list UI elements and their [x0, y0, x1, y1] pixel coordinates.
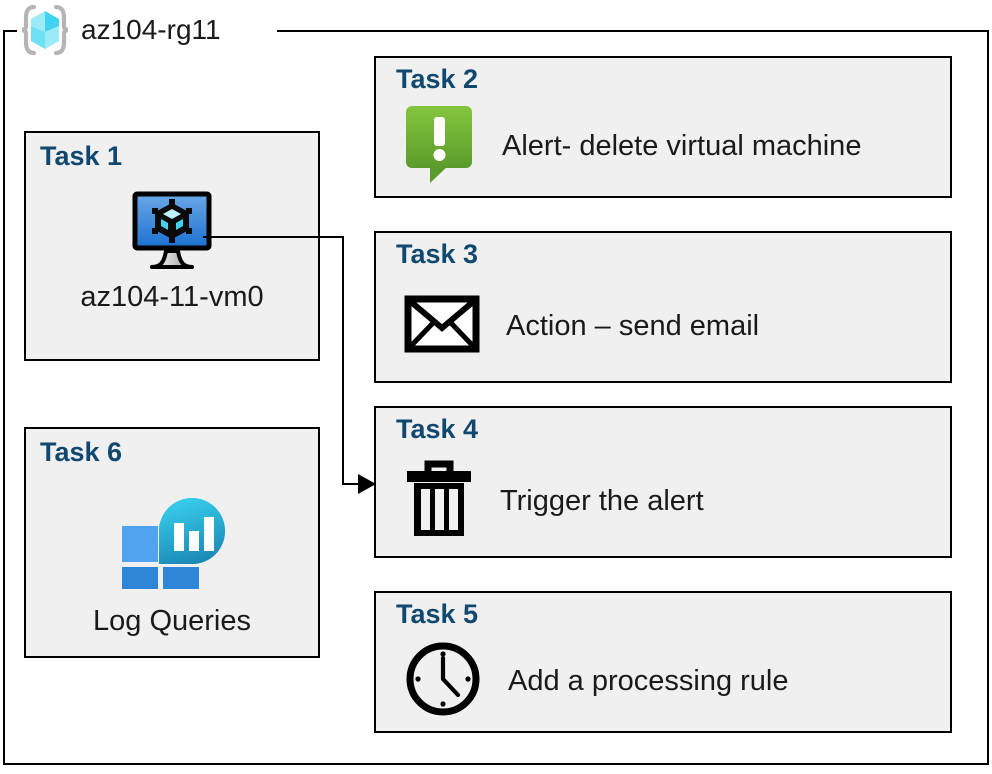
- connector-segment-horizontal-top: [203, 236, 344, 238]
- task-heading: Task 1: [40, 141, 123, 171]
- clock-icon: [404, 640, 482, 723]
- task-card-task6[interactable]: Task 6: [24, 427, 320, 658]
- task-heading: Task 6: [40, 437, 123, 467]
- connector-segment-vertical: [342, 236, 344, 485]
- task-label: Action – send email: [506, 309, 760, 342]
- connector-segment-horizontal-bottom: [342, 483, 364, 485]
- task-card-task1[interactable]: Task 1: [24, 131, 320, 361]
- resource-group-border-left: [3, 30, 5, 765]
- task-content-row: Alert- delete virtual machine: [404, 102, 938, 190]
- task-heading: Task 2: [396, 64, 479, 94]
- task-label: Trigger the alert: [500, 484, 704, 517]
- resource-group-name: az104-rg11: [81, 14, 221, 45]
- task-content-row: Trigger the alert: [404, 452, 938, 550]
- task-heading: Task 5: [396, 599, 479, 629]
- resource-group-border-top-left: [3, 30, 17, 32]
- envelope-icon: [404, 295, 480, 358]
- task-card-task4[interactable]: Task 4 Trigger the alert: [374, 406, 952, 558]
- connector-arrowhead-icon: [358, 474, 376, 494]
- task-card-task2[interactable]: Task 2 Alert- delete virtual machin: [374, 56, 952, 198]
- resource-group-border-bottom: [3, 763, 989, 765]
- resource-group-border-top-right: [277, 30, 989, 32]
- resource-group-header: az104-rg11: [17, 2, 221, 58]
- task-heading: Task 3: [396, 239, 479, 269]
- task-content-row: Add a processing rule: [404, 637, 938, 725]
- resource-group-border-right: [987, 30, 989, 765]
- task-card-task3[interactable]: Task 3 Action – send email: [374, 231, 952, 383]
- task-content-row: Action – send email: [404, 277, 938, 375]
- log-analytics-icon: [114, 479, 230, 596]
- azure-resource-group-icon: [17, 2, 73, 58]
- task-label: Log Queries: [93, 605, 251, 637]
- task-card-task5[interactable]: Task 5 Add a processing rule: [374, 591, 952, 733]
- virtual-machine-icon: [126, 189, 218, 278]
- task-label: Alert- delete virtual machine: [502, 129, 862, 162]
- trash-icon: [404, 459, 474, 544]
- task-label: Add a processing rule: [508, 664, 789, 697]
- task-label: az104-11-vm0: [80, 281, 264, 313]
- alert-bubble-icon: [404, 104, 476, 189]
- task-heading: Task 4: [396, 414, 479, 444]
